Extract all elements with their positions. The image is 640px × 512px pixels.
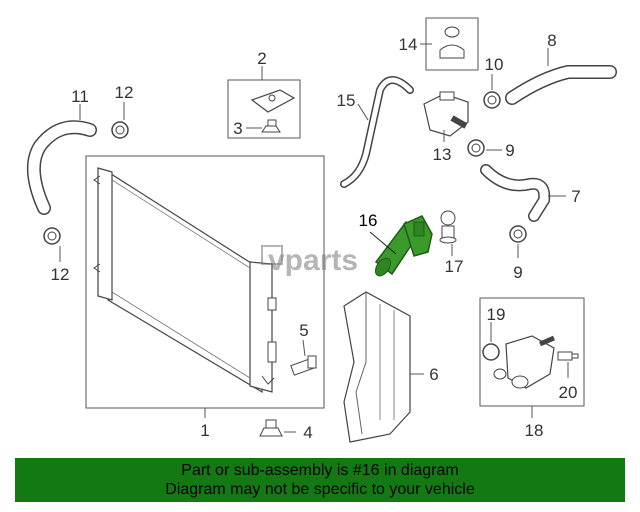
- callout-7[interactable]: 7: [571, 187, 580, 206]
- callout-19[interactable]: 19: [487, 305, 506, 324]
- callout-2[interactable]: 2: [257, 49, 266, 68]
- info-banner: Part or sub-assembly is #16 in diagram D…: [15, 458, 625, 502]
- callout-12-upper[interactable]: 12: [115, 83, 134, 102]
- callout-10[interactable]: 10: [485, 55, 504, 74]
- watermark-logo: vparts: [261, 244, 358, 277]
- callout-13[interactable]: 13: [433, 145, 452, 164]
- bracket-assembly-box[interactable]: [227, 79, 301, 139]
- callout-4[interactable]: 4: [303, 423, 312, 442]
- clamp-part-12-lower[interactable]: [43, 227, 61, 245]
- callout-11[interactable]: 11: [71, 87, 89, 106]
- callout-5[interactable]: 5: [299, 321, 308, 340]
- radiator-assembly[interactable]: [85, 155, 325, 409]
- grommet-part-4[interactable]: [259, 419, 283, 437]
- callout-1[interactable]: 1: [200, 421, 209, 440]
- callout-3[interactable]: 3: [233, 119, 242, 138]
- banner-line-2: Diagram may not be specific to your vehi…: [165, 481, 475, 498]
- air-guide-part-6[interactable]: [343, 291, 411, 443]
- housing-part-13[interactable]: [423, 91, 469, 137]
- banner-line-1: Part or sub-assembly is #16 in diagram: [181, 462, 459, 479]
- callout-12-lower[interactable]: 12: [51, 265, 70, 284]
- pipe-part-16-highlighted[interactable]: [372, 215, 433, 279]
- clip-part-3[interactable]: [261, 119, 281, 133]
- clamp-part-9-upper[interactable]: [467, 139, 485, 157]
- housing-part-18[interactable]: [493, 335, 555, 389]
- callout-20[interactable]: 20: [559, 383, 578, 402]
- callout-9-upper[interactable]: 9: [505, 141, 514, 160]
- clamp-part-9-lower[interactable]: [509, 225, 527, 243]
- sensor-part-5[interactable]: [290, 355, 317, 376]
- callout-6[interactable]: 6: [429, 365, 438, 384]
- o-ring-part-19[interactable]: [482, 343, 500, 361]
- bracket-part[interactable]: [250, 89, 296, 113]
- thermostat-part-17[interactable]: [439, 210, 457, 244]
- callout-15[interactable]: 15: [337, 91, 356, 110]
- sensor-part-20[interactable]: [557, 351, 579, 361]
- callout-14[interactable]: 14: [399, 35, 418, 54]
- callout-9-lower[interactable]: 9: [513, 263, 522, 282]
- gasket-part-14[interactable]: [439, 26, 465, 59]
- watermark-text: vparts: [268, 244, 358, 277]
- callout-17[interactable]: 17: [445, 257, 464, 276]
- clamp-part-12-upper[interactable]: [111, 121, 129, 139]
- callout-8[interactable]: 8: [547, 31, 556, 50]
- callout-18[interactable]: 18: [525, 421, 544, 440]
- gasket-box[interactable]: [425, 17, 479, 71]
- clamp-part-10[interactable]: [483, 91, 501, 109]
- callout-16[interactable]: 16: [359, 211, 378, 230]
